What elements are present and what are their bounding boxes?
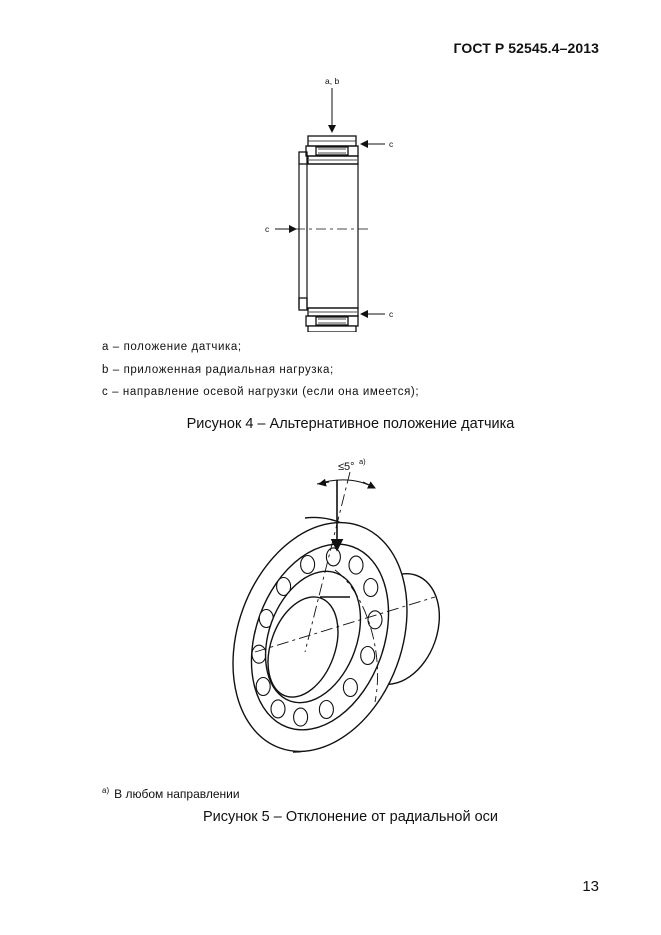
bearing-top-section <box>298 135 359 165</box>
figure-4-bearing-section: a, b c c c <box>265 76 394 332</box>
figure-5-bearing-isometric: ≤5° a) <box>232 457 441 753</box>
legend-item-a: a – положение датчика; <box>102 341 242 353</box>
figure-4-caption: Рисунок 4 – Альтернативное положение дат… <box>186 416 515 432</box>
label-c-right-bottom: c <box>389 309 394 319</box>
roller <box>360 645 376 666</box>
page-number: 13 <box>582 878 599 895</box>
footnote-marker: a) <box>102 786 110 795</box>
figure-5-footnote: a) В любом направлении <box>102 786 240 801</box>
document-header-code: ГОСТ Р 52545.4–2013 <box>453 40 599 56</box>
legend-item-b: b – приложенная радиальная нагрузка; <box>102 364 334 376</box>
roller <box>348 555 364 575</box>
radial-axis-lines <box>254 471 436 703</box>
roller <box>367 610 383 630</box>
roller-set <box>251 547 383 727</box>
legend-item-c: c – направление осевой нагрузки (если он… <box>102 386 420 398</box>
roller <box>300 554 316 575</box>
roller <box>293 707 309 727</box>
label-ab: a, b <box>325 76 339 86</box>
roller <box>255 676 271 697</box>
roller <box>270 699 286 719</box>
bearing-bottom-section <box>298 297 359 332</box>
angle-indicator <box>316 478 376 552</box>
angle-label: ≤5° <box>338 461 355 473</box>
roller <box>276 576 292 597</box>
roller <box>251 644 267 664</box>
label-c-right-top: c <box>389 139 394 149</box>
roller <box>318 699 334 720</box>
inner-ring <box>264 570 362 704</box>
roller <box>342 677 358 698</box>
figure-5-caption: Рисунок 5 – Отклонение от радиальной оси <box>202 809 499 825</box>
roller <box>363 577 379 598</box>
angle-footnote-marker: a) <box>359 457 366 466</box>
label-c-left: c <box>265 224 270 234</box>
bearing-bore <box>295 163 371 309</box>
footnote-text: В любом направлении <box>114 787 240 801</box>
